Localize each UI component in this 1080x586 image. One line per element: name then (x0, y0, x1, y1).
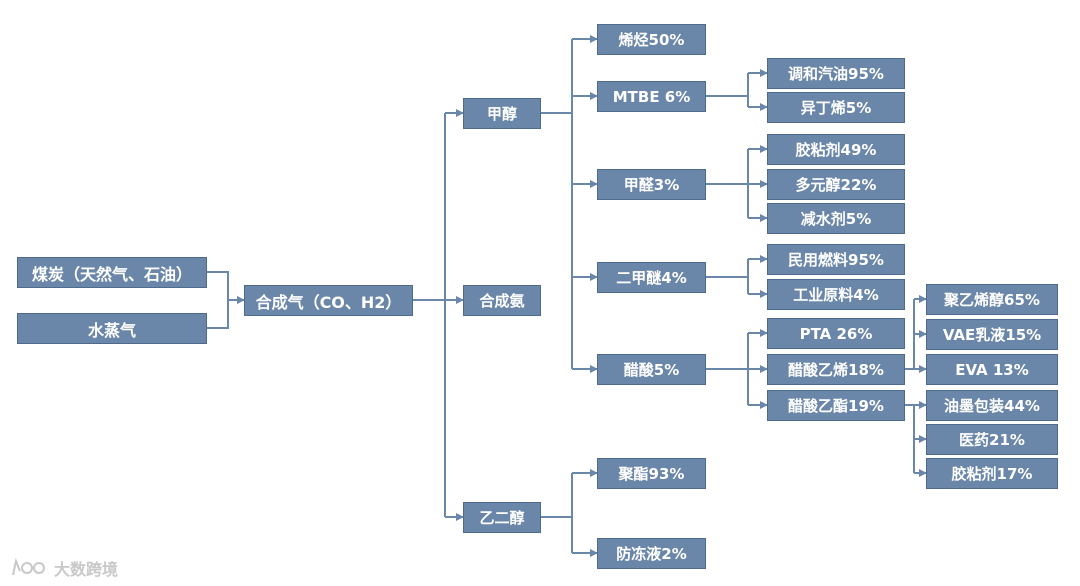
node-steam: 水蒸气 (17, 313, 207, 344)
node-acetic-acid: 醋酸5% (597, 354, 706, 385)
watermark: 大数跨境 (10, 556, 118, 580)
node-polyol: 多元醇22% (767, 169, 905, 200)
node-formaldehyde: 甲醛3% (597, 169, 706, 200)
node-methanol: 甲醇 (463, 98, 541, 129)
node-gasoline: 调和汽油95% (767, 58, 905, 89)
node-vae: VAE乳液15% (926, 319, 1058, 350)
edge-coal-syngas (207, 271, 245, 304)
node-ammonia: 合成氨 (463, 285, 541, 316)
node-civil-fuel: 民用燃料95% (767, 244, 905, 275)
node-glycol: 乙二醇 (463, 502, 541, 533)
node-pva: 聚乙烯醇65% (926, 284, 1058, 315)
node-ethyl-acetate: 醋酸乙酯19% (767, 390, 905, 421)
node-dme: 二甲醚4% (597, 262, 706, 293)
edge-steam-syngas (207, 300, 229, 329)
node-medicine: 医药21% (926, 424, 1058, 455)
node-vinyl-acetate: 醋酸乙烯18% (767, 354, 905, 385)
node-adhesive49: 胶粘剂49% (767, 134, 905, 165)
node-pta: PTA 26% (767, 318, 905, 349)
node-antifreeze: 防冻液2% (597, 538, 706, 569)
brand-logo-icon (12, 557, 45, 576)
node-syngas: 合成气（CO、H2） (244, 285, 413, 316)
node-adhesive17: 胶粘剂17% (926, 458, 1058, 489)
node-water-reducer: 减水剂5% (767, 203, 905, 234)
node-eva: EVA 13% (926, 354, 1058, 385)
watermark-text: 大数跨境 (54, 560, 119, 579)
node-industrial-raw: 工业原料4% (767, 279, 905, 310)
node-olefin: 烯烃50% (597, 24, 706, 55)
node-polyester: 聚酯93% (597, 458, 706, 489)
node-coal: 煤炭（天然气、石油） (17, 257, 207, 288)
node-ink: 油墨包装44% (926, 390, 1058, 421)
node-isobutene: 异丁烯5% (767, 92, 905, 123)
node-mtbe: MTBE 6% (597, 81, 706, 112)
